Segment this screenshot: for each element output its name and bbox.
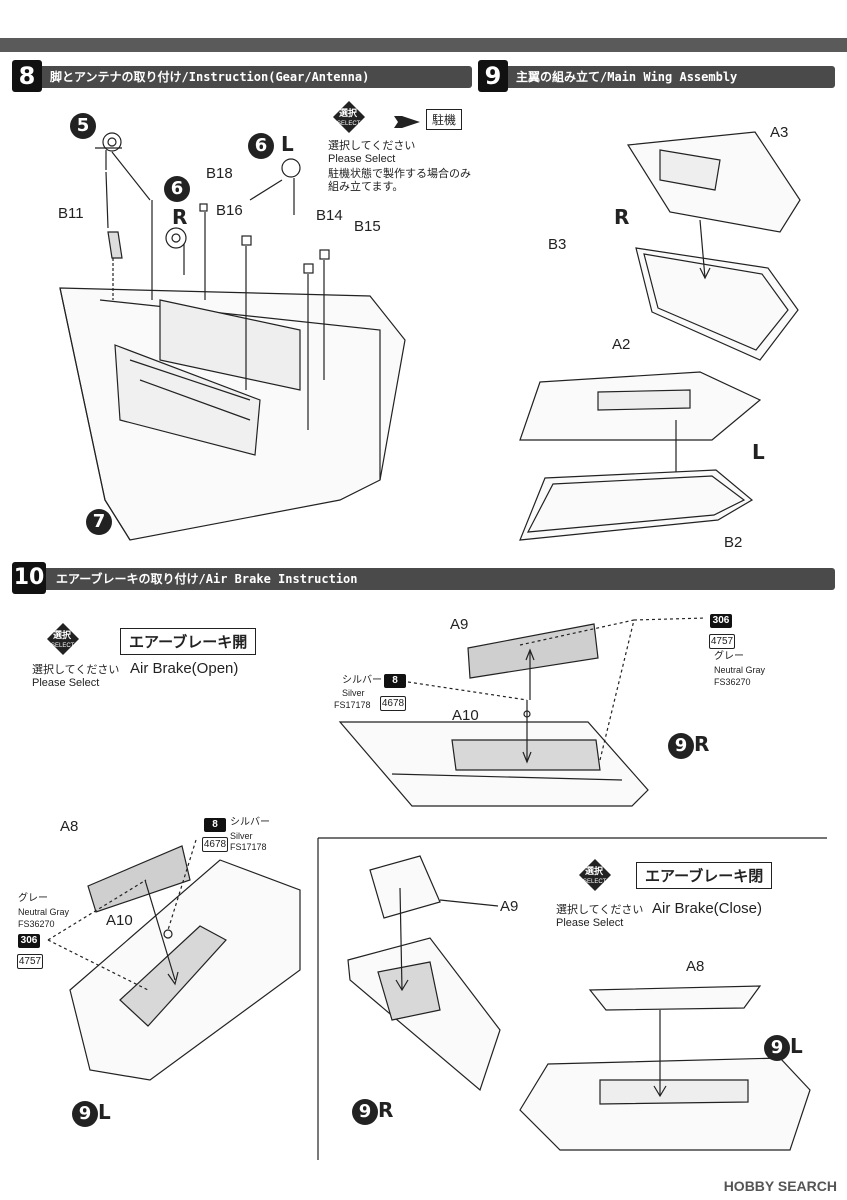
top-bar bbox=[0, 38, 847, 52]
part-a8-open: A8 bbox=[60, 818, 79, 835]
silver-num-2: 4678 bbox=[202, 837, 228, 852]
select-jp-10: 選択してください bbox=[32, 664, 120, 676]
gray-num-2: 4757 bbox=[17, 954, 43, 969]
note-line2: 組み立てます。 bbox=[328, 181, 404, 193]
ref-6-l: 6 L bbox=[248, 132, 294, 159]
step-9-header: 9 主翼の組み立て/Main Wing Assembly bbox=[478, 60, 835, 92]
parked-label: 駐機 bbox=[426, 109, 463, 130]
side-r-label: R bbox=[172, 205, 188, 229]
part-b15: B15 bbox=[354, 218, 381, 235]
part-b11: B11 bbox=[58, 205, 84, 222]
ref-7: 7 bbox=[86, 508, 112, 535]
select-en-10: Please Select bbox=[32, 677, 100, 689]
part-a9-close: A9 bbox=[500, 898, 519, 915]
silver-fs: FS17178 bbox=[334, 700, 371, 710]
select-en-close: Please Select bbox=[556, 917, 624, 929]
air-brake-close-jp: エアーブレーキ閉 bbox=[636, 862, 773, 889]
select-icon-close bbox=[579, 859, 611, 891]
gray-en-2: Neutral Gray bbox=[18, 907, 70, 917]
select-badge-bottom-10: SELECT bbox=[51, 643, 75, 649]
silver-code-2: 8 bbox=[204, 818, 226, 832]
part-a10-open: A10 bbox=[452, 707, 479, 724]
part-b16: B16 bbox=[216, 202, 243, 219]
part-b14: B14 bbox=[316, 207, 343, 224]
part-b3: B3 bbox=[548, 236, 567, 253]
silver-en-2: Silver bbox=[230, 831, 253, 841]
side-r-label-9: R bbox=[614, 205, 630, 229]
gray-en: Neutral Gray bbox=[714, 665, 766, 675]
step-8-header: 8 脚とアンテナの取り付け/Instruction(Gear/Antenna) bbox=[12, 60, 472, 92]
step-10-title: エアーブレーキの取り付け/Air Brake Instruction bbox=[56, 572, 358, 586]
part-b2: B2 bbox=[724, 534, 743, 551]
gray-fs-2: FS36270 bbox=[18, 919, 55, 929]
gray-num: 4757 bbox=[709, 634, 735, 649]
gray-code-2: 306 bbox=[18, 934, 40, 948]
select-jp: 選択してください bbox=[328, 140, 416, 152]
watermark: HOBBY SEARCH bbox=[723, 1178, 837, 1194]
note-line1: 駐機状態で製作する場合のみ bbox=[328, 168, 471, 180]
select-icon-10 bbox=[47, 623, 79, 655]
silver-num: 4678 bbox=[380, 696, 406, 711]
silver-jp-2: シルバー bbox=[230, 817, 270, 828]
part-a10-open-l: A10 bbox=[106, 912, 133, 929]
part-a9-open: A9 bbox=[450, 616, 469, 633]
select-badge-top-close: 選択 bbox=[585, 866, 604, 876]
select-badge-bottom: SELECT bbox=[337, 121, 361, 127]
select-icon bbox=[333, 101, 365, 133]
gray-jp-2: グレー bbox=[18, 893, 48, 904]
gray-jp: グレー bbox=[714, 651, 744, 662]
silver-jp: シルバー bbox=[342, 675, 382, 686]
step-10-number: 10 bbox=[12, 562, 46, 594]
step-9-number: 9 bbox=[478, 60, 508, 92]
air-brake-close-en: Air Brake(Close) bbox=[652, 900, 763, 917]
airplane-icon bbox=[374, 116, 420, 128]
silver-en: Silver bbox=[342, 688, 365, 698]
ref-5: 5 bbox=[70, 112, 96, 139]
step-10-header: 10 エアーブレーキの取り付け/Air Brake Instruction bbox=[12, 562, 835, 594]
gray-fs: FS36270 bbox=[714, 677, 751, 687]
select-en: Please Select bbox=[328, 153, 396, 165]
select-badge-bottom-close: SELECT bbox=[583, 879, 607, 885]
part-a8-close: A8 bbox=[686, 958, 705, 975]
part-a3: A3 bbox=[770, 124, 789, 141]
select-jp-close: 選択してください bbox=[556, 904, 644, 916]
select-badge-top: 選択 bbox=[339, 108, 358, 118]
air-brake-open-jp: エアーブレーキ開 bbox=[120, 628, 257, 655]
ref-6-r: 6 bbox=[164, 175, 190, 202]
step-8-title: 脚とアンテナの取り付け/Instruction(Gear/Antenna) bbox=[50, 70, 370, 84]
silver-code: 8 bbox=[384, 674, 406, 688]
step-9-title: 主翼の組み立て/Main Wing Assembly bbox=[516, 70, 738, 84]
step-8-number: 8 bbox=[12, 60, 42, 92]
silver-fs-2: FS17178 bbox=[230, 842, 267, 852]
side-l-label-9: L bbox=[752, 440, 765, 464]
gray-code: 306 bbox=[710, 614, 732, 628]
part-b18: B18 bbox=[206, 165, 233, 182]
part-a2: A2 bbox=[612, 336, 631, 353]
select-badge-top-10: 選択 bbox=[53, 630, 72, 640]
air-brake-open-en: Air Brake(Open) bbox=[130, 660, 239, 677]
